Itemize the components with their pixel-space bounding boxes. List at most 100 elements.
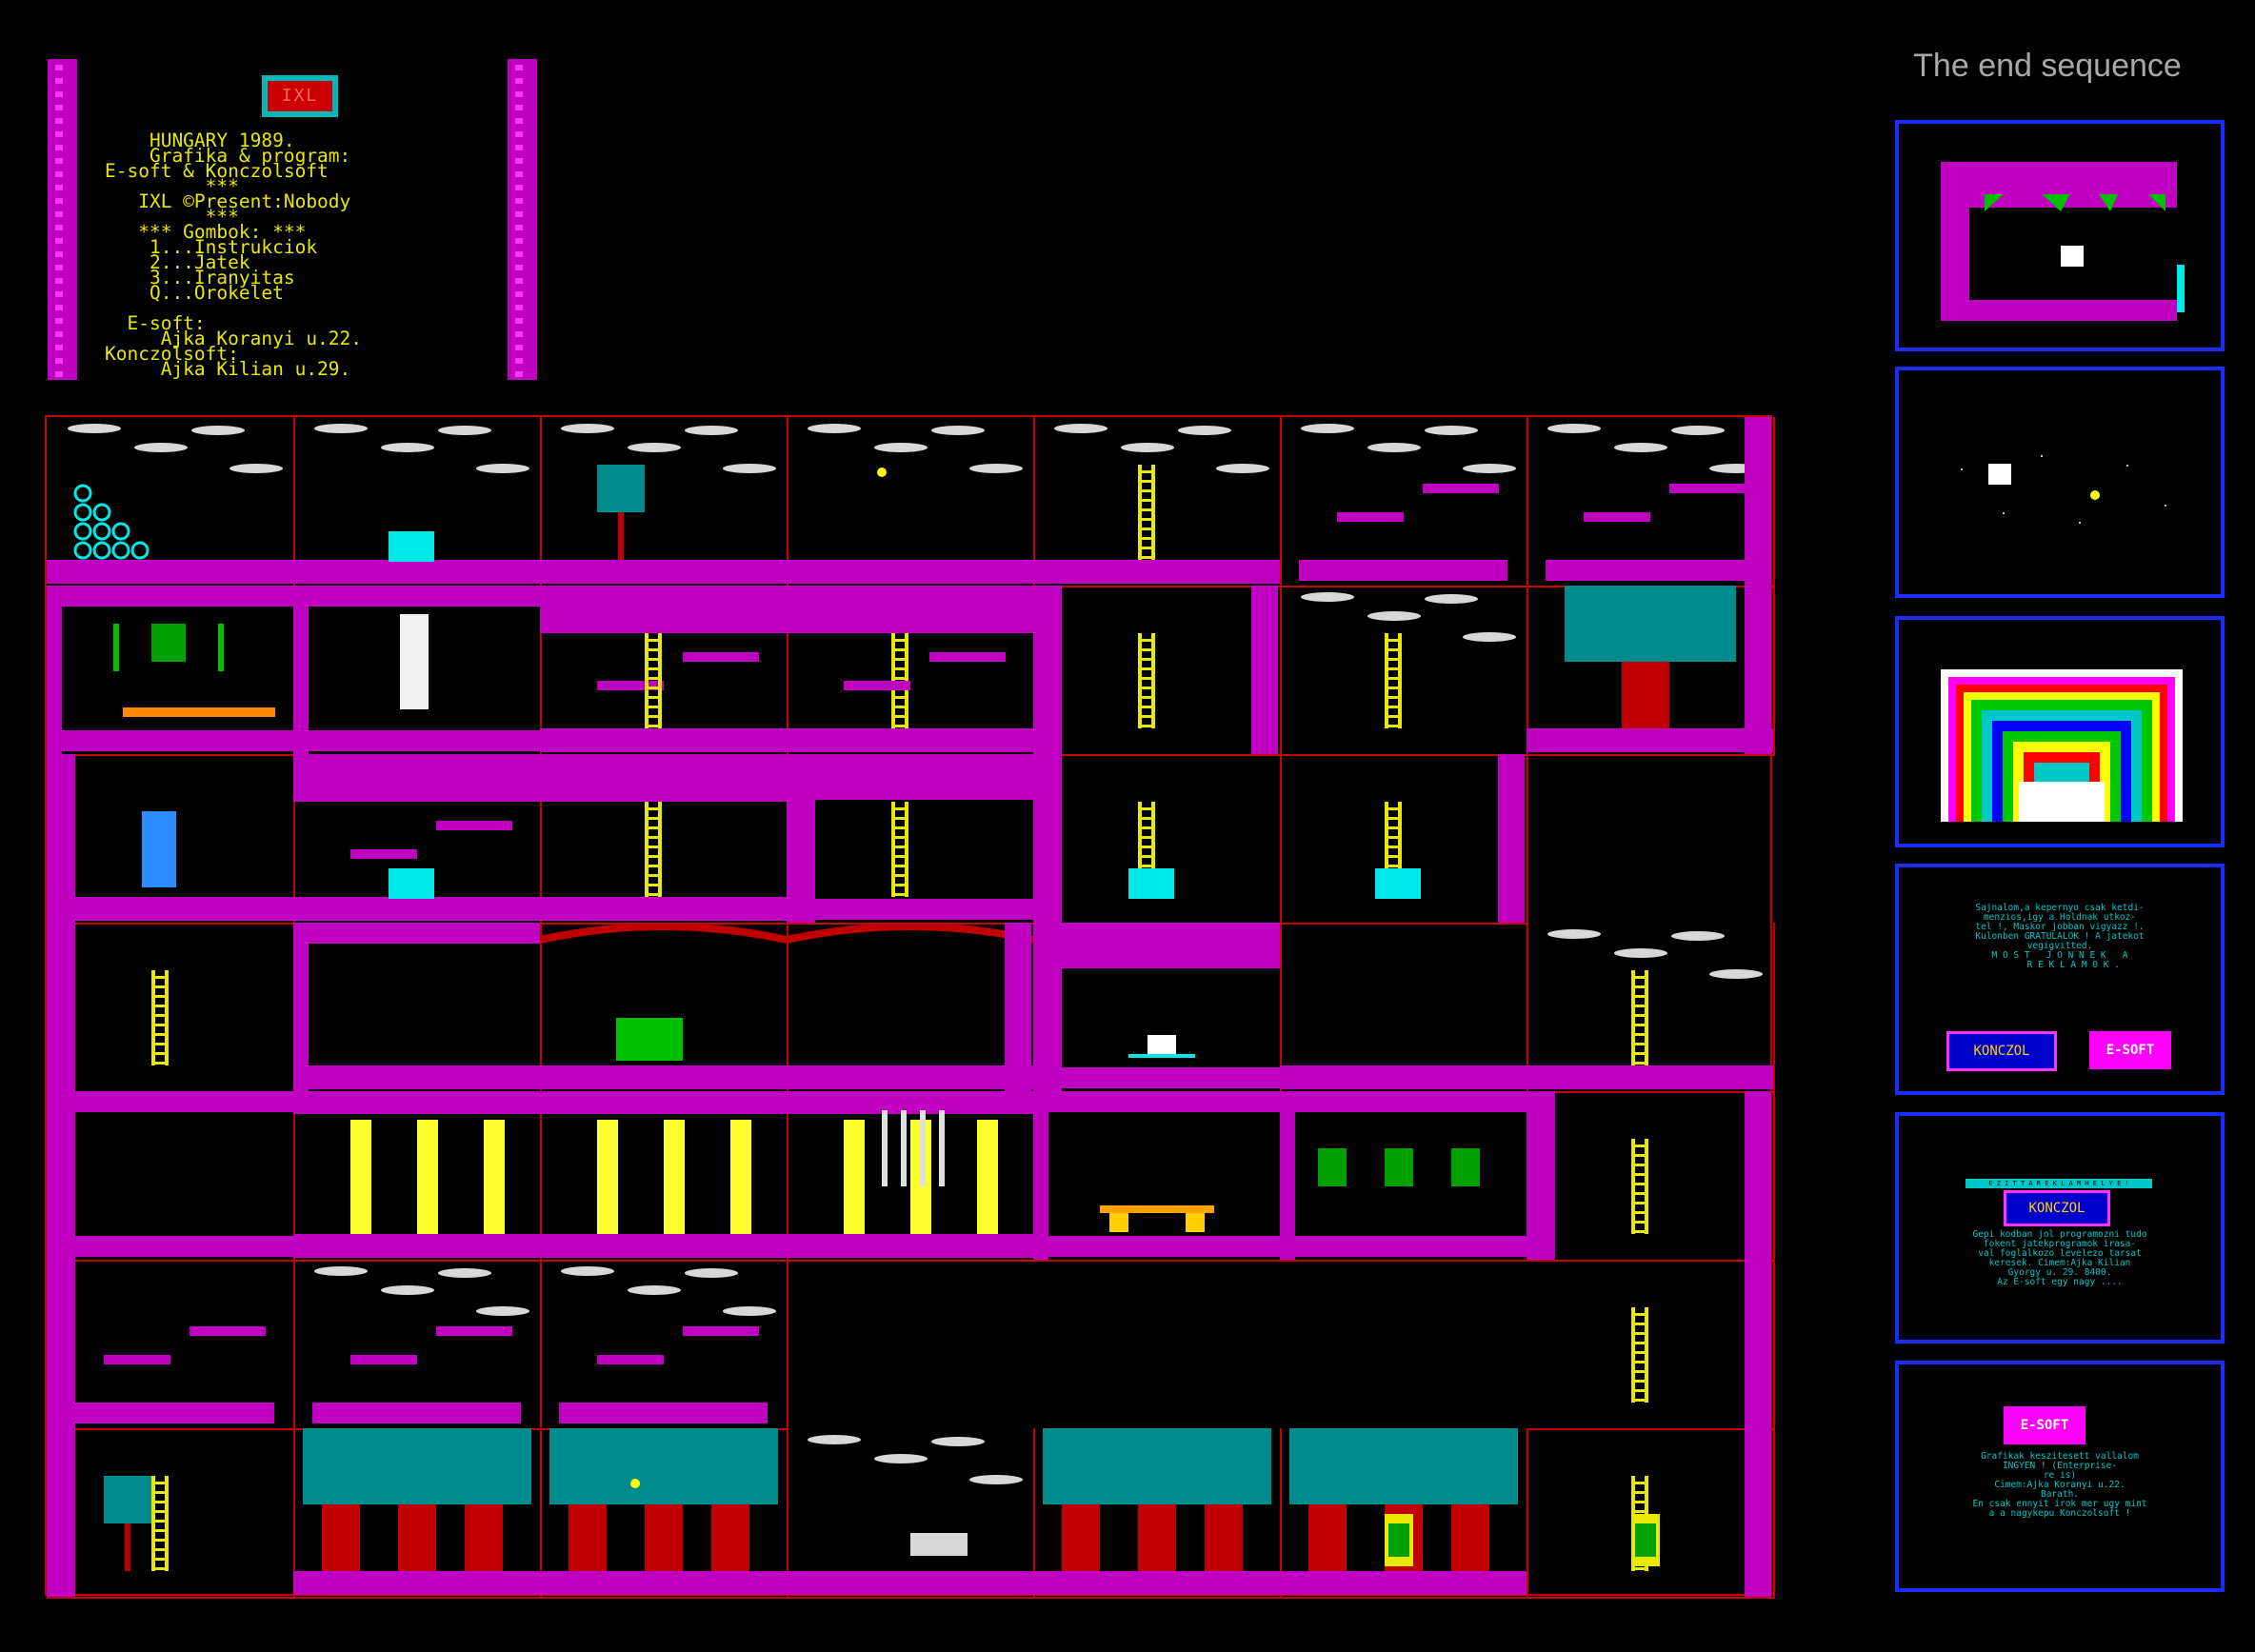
map-room-r5-c2 [293, 1091, 542, 1262]
map-room-r1-c5 [1033, 417, 1282, 587]
ixl-logo: IXL [262, 75, 338, 117]
map-room-r5-c7 [1527, 1091, 1775, 1262]
text-line: Konczolsoft: [105, 343, 239, 365]
map-room-r2-c1 [47, 586, 295, 756]
text-line: E-soft & Konczolsoft [105, 160, 329, 182]
spaceship-icon [2061, 246, 2084, 267]
ixl-logo-text: IXL [268, 81, 332, 111]
map-room-r4-c3 [540, 923, 788, 1093]
konczol-logo: KONCZOL [2004, 1190, 2110, 1226]
right-border-bar [508, 59, 537, 380]
map-room-r7-c7 [1527, 1428, 1775, 1599]
text-line: En csak ennyit irok mer ugy mint [1972, 1499, 2147, 1509]
map-room-r3-c4 [787, 754, 1035, 925]
end-panel-moon-room [1895, 120, 2225, 351]
map-room-r1-c1 [47, 417, 295, 587]
text-line: R E K L A M O K . [2000, 960, 2120, 970]
text-line: *** [105, 175, 239, 197]
text-line: re is) [2043, 1470, 2077, 1481]
map-room-r4-c1 [47, 923, 295, 1093]
text-line: Cimem:Ajka Koranyi u.22. [1994, 1480, 2125, 1490]
map-room-r4-c6 [1280, 923, 1528, 1093]
world-map [45, 415, 1775, 1599]
map-room-r5-c1 [47, 1091, 295, 1262]
text-line: 3...Iranyitas [105, 267, 295, 289]
text-line: val foglalkozo levelezo tarsat [1978, 1248, 2142, 1259]
text-line: Az E-soft egy nagy .... [1997, 1277, 2123, 1287]
left-border-bar [48, 59, 77, 380]
text-line: INGYEN ! (Enterprise- [2002, 1461, 2118, 1471]
text-line: *** Gombok: *** [105, 221, 307, 243]
map-room-r5-c6 [1280, 1091, 1528, 1262]
text-line: *** [105, 206, 239, 228]
text-line: Barath. [2040, 1489, 2080, 1500]
map-room-r3-c3 [540, 754, 788, 925]
end-panel-rainbow [1895, 616, 2225, 847]
map-room-r6-c6 [1280, 1260, 1527, 1428]
map-room-r7-c4 [787, 1428, 1035, 1599]
text-line: Gepi kodban jol programozni tudo [1972, 1229, 2147, 1240]
tunnel-exit [2019, 782, 2105, 822]
moon-icon [2090, 490, 2100, 500]
map-room-r2-c5 [1033, 586, 1282, 756]
text-line: M O S T J O N N E K A [1991, 950, 2128, 961]
map-room-r1-c2 [293, 417, 542, 587]
text-line: IXL ©Present:Nobody [105, 190, 351, 212]
moon-room-scene [1941, 162, 2185, 321]
map-room-r7-c1 [47, 1428, 295, 1599]
map-room-r5-c3 [540, 1091, 788, 1262]
map-room-r2-c3 [540, 586, 788, 756]
map-room-r3-c6 [1280, 754, 1528, 925]
spaceship-icon [1988, 464, 2011, 485]
map-room-r4-c2 [293, 923, 542, 1093]
map-room-r5-c5 [1033, 1091, 1282, 1262]
text-line: Sajnalom,a kepernyo csak ketdi- [1975, 903, 2145, 913]
text-line: Ajka Koranyi u.22. [105, 328, 363, 349]
map-room-r4-c5 [1033, 923, 1282, 1093]
text-line: keresek. Cimem:Ajka Kilian [1988, 1258, 2131, 1268]
map-room-r1-c3 [540, 417, 788, 587]
title-credits: HUNGARY 1989. Grafika & program:E-soft &… [105, 129, 480, 380]
map-room-r5-c4 [787, 1091, 1035, 1262]
end-panel-congrats: Sajnalom,a kepernyo csak ketdi-menzios,i… [1895, 864, 2225, 1095]
map-room-r7-c6 [1280, 1428, 1528, 1599]
map-room-r1-c4 [787, 417, 1035, 587]
text-line: Ajka Kilian u.29. [105, 358, 351, 380]
map-room-r7-c2 [293, 1428, 542, 1599]
text-line: Gyorgy u. 29. 8400. [2007, 1267, 2112, 1278]
title-screen: IXL HUNGARY 1989. Grafika & program:E-so… [48, 59, 537, 380]
text-line: E-soft: [105, 312, 206, 334]
map-room-r6-c1 [47, 1260, 295, 1430]
map-room-r3-c5 [1033, 754, 1282, 925]
esoft-logo: E-SOFT [2004, 1406, 2085, 1444]
map-room-r1-c7 [1527, 417, 1775, 587]
map-room-r7-c3 [540, 1428, 788, 1599]
text-line: fokent jatekprogramok irasa- [1983, 1239, 2137, 1249]
map-room-r1-c6 [1280, 417, 1528, 587]
end-panel-space [1895, 367, 2225, 598]
text-line: Kulonben GRATULALOK ! A jatekot [1975, 931, 2145, 942]
text-line: 2...Jatek [105, 251, 250, 273]
map-room-r3-c1 [47, 754, 295, 925]
end-sequence-title: The end sequence [1913, 48, 2182, 84]
text-line: menzios,igy a Holdnak utkoz- [1983, 912, 2137, 923]
map-room-r2-c7 [1527, 586, 1775, 756]
map-room-r3-c7 [1527, 754, 1773, 923]
map-room-r4-c4 [787, 923, 1035, 1093]
map-room-r6-c7 [1527, 1260, 1775, 1430]
map-room-r7-c5 [1033, 1428, 1282, 1599]
space-scene [1961, 455, 2166, 524]
rainbow-tunnel [1941, 669, 2183, 822]
end-panel-advert-1: E Z I T T A R E K L A M H E L Y E ! KONC… [1895, 1112, 2225, 1343]
map-room-r2-c2 [293, 586, 542, 756]
text-line: HUNGARY 1989. [105, 129, 295, 151]
text-line: tel !, Maskor jobban vigyazz !. [1975, 922, 2145, 932]
map-room-r2-c4 [787, 586, 1035, 756]
map-room-r4-c7 [1527, 923, 1775, 1093]
map-room-r2-c6 [1280, 586, 1528, 756]
map-room-r6-c3 [540, 1260, 788, 1430]
text-line: 1...Instrukciok [105, 236, 318, 258]
text-line: Grafikak keszitesett vallalom [1981, 1451, 2139, 1462]
